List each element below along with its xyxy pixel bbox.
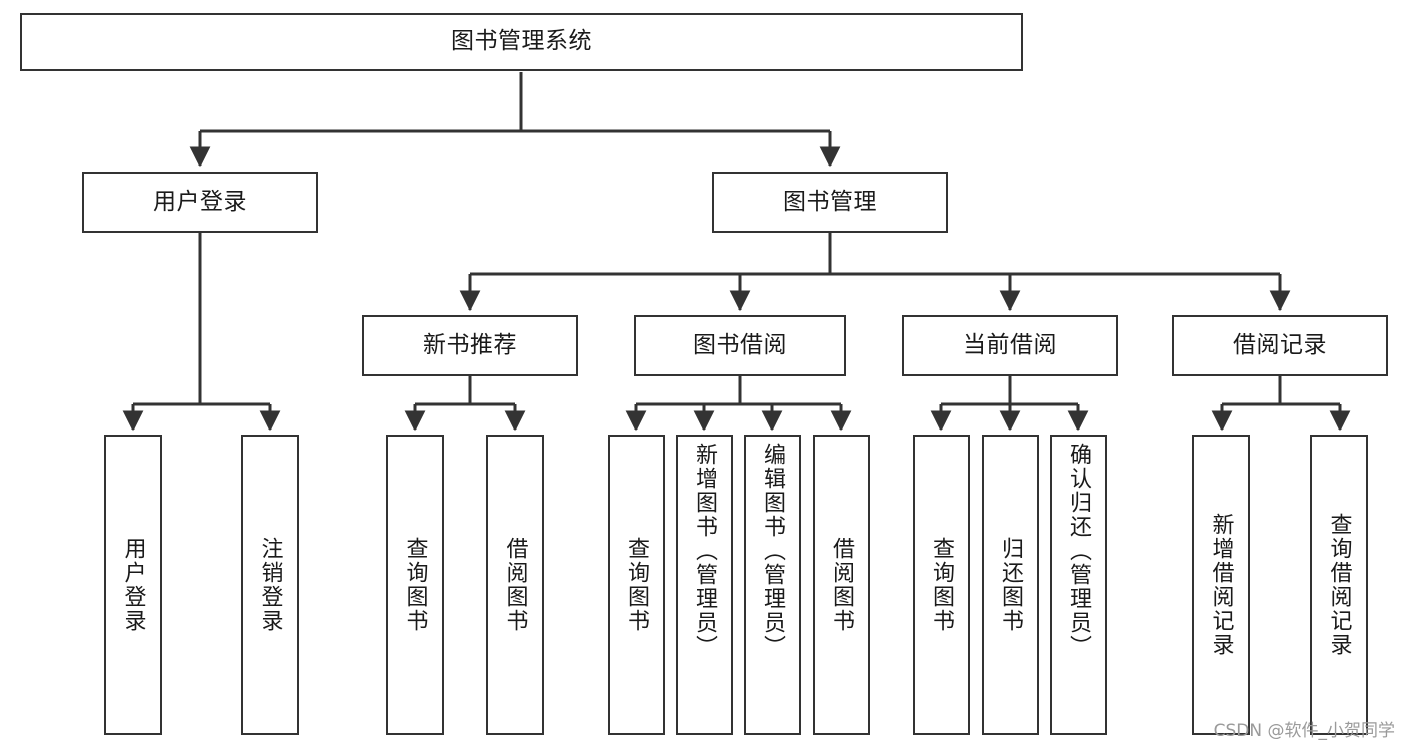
leaf-label: 注销登录: [257, 537, 283, 633]
node-user-login[interactable]: 用户登录: [82, 172, 318, 233]
leaf-user-login-logout[interactable]: 注销登录: [241, 435, 299, 735]
leaf-label: 新增图书（管理员）: [692, 443, 718, 659]
leaf-label: 用户登录: [120, 537, 146, 633]
watermark: CSDN @软件_小贺同学: [1213, 721, 1395, 741]
leaf-new-book-query[interactable]: 查询图书: [386, 435, 444, 735]
leaf-borrow-edit-book-admin[interactable]: 编辑图书（管理员）: [744, 435, 801, 735]
leaf-label: 新增借阅记录: [1208, 513, 1234, 657]
leaf-records-query-record[interactable]: 查询借阅记录: [1310, 435, 1368, 735]
leaf-label: 查询借阅记录: [1326, 513, 1352, 657]
node-user-login-label: 用户登录: [153, 188, 247, 215]
leaf-borrow-borrow-book[interactable]: 借阅图书: [813, 435, 870, 735]
leaf-label: 借阅图书: [502, 537, 528, 633]
leaf-current-confirm-return-admin[interactable]: 确认归还（管理员）: [1050, 435, 1107, 735]
leaf-new-book-borrow[interactable]: 借阅图书: [486, 435, 544, 735]
leaf-label: 查询图书: [929, 537, 955, 633]
leaf-borrow-query-book[interactable]: 查询图书: [608, 435, 665, 735]
node-book-management[interactable]: 图书管理: [712, 172, 948, 233]
leaf-label: 查询图书: [402, 537, 428, 633]
node-book-borrow[interactable]: 图书借阅: [634, 315, 846, 376]
leaf-current-query-book[interactable]: 查询图书: [913, 435, 970, 735]
node-root-label: 图书管理系统: [451, 28, 592, 55]
node-root[interactable]: 图书管理系统: [20, 13, 1023, 71]
leaf-records-add-record[interactable]: 新增借阅记录: [1192, 435, 1250, 735]
leaf-label: 编辑图书（管理员）: [760, 443, 786, 659]
node-current-borrow[interactable]: 当前借阅: [902, 315, 1118, 376]
leaf-label: 确认归还（管理员）: [1066, 443, 1092, 659]
node-new-book-recommend[interactable]: 新书推荐: [362, 315, 578, 376]
leaf-label: 借阅图书: [829, 537, 855, 633]
node-borrow-records-label: 借阅记录: [1233, 331, 1327, 358]
leaf-borrow-add-book-admin[interactable]: 新增图书（管理员）: [676, 435, 733, 735]
node-borrow-records[interactable]: 借阅记录: [1172, 315, 1388, 376]
node-new-book-recommend-label: 新书推荐: [423, 331, 517, 358]
leaf-label: 归还图书: [998, 537, 1024, 633]
node-current-borrow-label: 当前借阅: [963, 331, 1057, 358]
leaf-label: 查询图书: [624, 537, 650, 633]
node-book-management-label: 图书管理: [783, 188, 877, 215]
leaf-user-login-login[interactable]: 用户登录: [104, 435, 162, 735]
leaf-current-return-book[interactable]: 归还图书: [982, 435, 1039, 735]
node-book-borrow-label: 图书借阅: [693, 331, 787, 358]
